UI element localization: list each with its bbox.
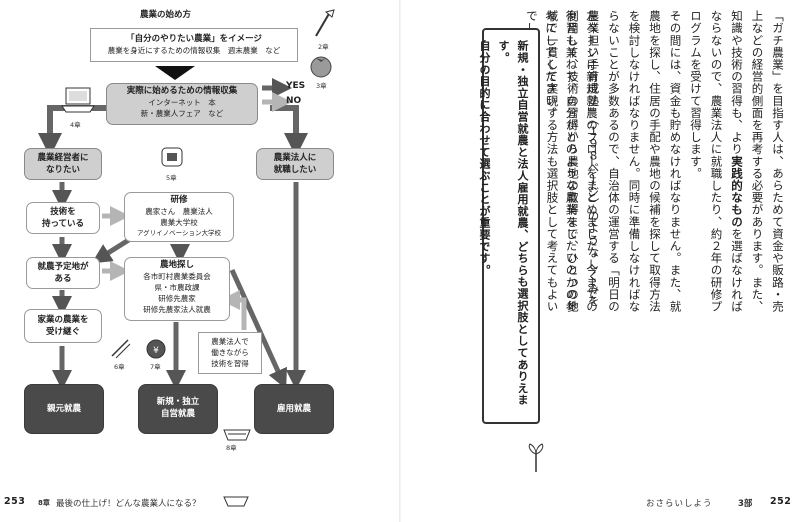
land-planned-line1: 就農予定地が (37, 262, 89, 272)
learn-while-line1: 農業法人で (211, 337, 249, 346)
image-farming-sub: 農業を身近にするための情報収集 週末農業 など (107, 46, 281, 55)
has-skills-box: 技術を 持っている (26, 202, 100, 234)
training-line3: アグリイノベーション大学校 (136, 229, 222, 237)
sprout-icon (528, 443, 544, 472)
svg-text:¥: ¥ (153, 346, 159, 356)
learn-while-working-box: 農業法人で 働きながら 技術を習得 (198, 332, 262, 374)
land-search-line4: 研修先農家法人就農 (143, 305, 211, 314)
land-search-line3: 研修先農家 (158, 294, 196, 303)
training-title: 研修 (170, 195, 188, 205)
employment-label: 雇用就農 (276, 404, 311, 414)
land-search-box: 農地探し 各市町村農業委員会 県・市農政課 研修先農家 研修先農家法人就農 (124, 257, 230, 321)
independent-line1: 新規・独立 (156, 397, 200, 407)
training-line2: 農業大学校 (160, 218, 198, 227)
independent-farming-box: 新規・独立 自営就農 (138, 384, 218, 434)
footer-basket-icon (223, 496, 249, 507)
right-footer-chapter: 3部 (738, 499, 753, 509)
callout-line2: 自分の目的に合わせて選ぶことが重要です。 (478, 40, 491, 276)
body-paragraph-1: 「ガチ農業」を目指す人は、あらためて資金や販路・売上などの経営的側面を再考する必… (525, 10, 788, 315)
corp-employee-line1: 農業法人に (273, 153, 317, 163)
chapter-3-label: 3章 (316, 82, 327, 90)
callout-line1: 新規・独立自営就農と法人雇用就農、どちらも選択肢としてありえます。 (497, 40, 529, 406)
learn-while-line2: 働きながら (211, 348, 249, 357)
info-collection-line1: インターネット 本 (148, 98, 216, 107)
image-farming-title: 「自分のやりたい農業」をイメージ (126, 34, 262, 44)
left-footer-title: 最後の仕上げ！どんな農業人になる？ (56, 499, 201, 509)
land-search-line1: 各市町村農業委員会 (143, 272, 211, 281)
pen-icon (111, 339, 131, 359)
has-skills-line2: 持っている (41, 219, 85, 229)
farm-manager-box: 農業経営者に なりたい (24, 148, 102, 180)
independent-line2: 自営就農 (160, 409, 195, 419)
parent-farming-label: 親元就農 (46, 404, 81, 414)
money-bag-icon: ¥ (146, 339, 166, 359)
para1-emphasis: 実践的なもの (730, 155, 744, 228)
bread-icon (161, 147, 183, 167)
family-business-line1: 家業の農業を (37, 315, 89, 325)
legend-yes: YES (286, 81, 306, 91)
land-search-line2: 県・市農政課 (154, 283, 200, 292)
land-search-title: 農地探し (159, 260, 194, 270)
training-line1: 農家さん 農業法人 (145, 207, 213, 216)
image-farming-box: 「自分のやりたい農業」をイメージ 農業を身近にするための情報収集 週末農業 など (90, 28, 298, 62)
farm-manager-line2: なりたい (45, 165, 80, 175)
chapter-6-label: 6章 (114, 363, 125, 371)
right-page-number: 252 (770, 496, 792, 507)
chapter-4-label: 4章 (70, 121, 81, 129)
flow-title: 農業の始め方 (140, 10, 192, 20)
right-footer-title: おさらいしよう (646, 499, 713, 509)
training-box: 研修 農家さん 農業法人 農業大学校 アグリイノベーション大学校 (124, 192, 234, 242)
info-collection-box: 実際に始めるための情報収集 インターネット 本 新・農業人フェア など (106, 83, 258, 125)
para1-part-c: を選ばなければならないので、農業法人に就職したり、約２年の研修プログラムを受けて… (689, 10, 744, 313)
chapter-8-label: 8章 (226, 444, 237, 452)
body-paragraph-2: 左ページに新規就農のフローをまとめました。今までの復習も兼ねて、自分がどのような… (544, 10, 599, 313)
chapter-7-label: 7章 (150, 363, 161, 371)
land-planned-box: 就農予定地が ある (26, 257, 100, 289)
left-page-number: 253 (4, 496, 26, 507)
corp-employee-line2: 就職したい (273, 165, 317, 175)
summary-callout: 新規・独立自営就農と法人雇用就農、どちらも選択肢としてありえます。自分の目的に合… (478, 28, 540, 424)
hoe-icon (315, 9, 335, 37)
laptop-icon (61, 87, 95, 113)
learn-while-line3: 技術を習得 (211, 359, 249, 368)
chapter-5-label: 5章 (166, 174, 177, 182)
employment-farming-box: 雇用就農 (254, 384, 334, 434)
info-collection-title: 実際に始めるための情報収集 (126, 86, 238, 96)
parent-farming-box: 親元就農 (24, 384, 104, 434)
has-skills-line1: 技術を (50, 207, 76, 217)
page-fold (399, 0, 401, 522)
corp-employee-box: 農業法人に 就職したい (256, 148, 334, 180)
info-collection-line2: 新・農業人フェア など (140, 109, 224, 118)
para1-part-a: 「ガチ農業」を目指す人は、あらためて資金や販路・売上などの経営的側面を再考する必… (730, 10, 785, 313)
farm-manager-line1: 農業経営者に (37, 153, 89, 163)
tomato-icon (310, 56, 332, 78)
land-planned-line2: ある (54, 274, 72, 284)
family-business-box: 家業の農業を 受け継ぐ (24, 309, 102, 343)
left-footer-chapter: 8章 (38, 499, 50, 507)
chapter-2-label: 2章 (318, 43, 329, 51)
legend-no: NO (286, 96, 302, 106)
family-business-line2: 受け継ぐ (45, 327, 80, 337)
basket-icon (223, 429, 251, 441)
